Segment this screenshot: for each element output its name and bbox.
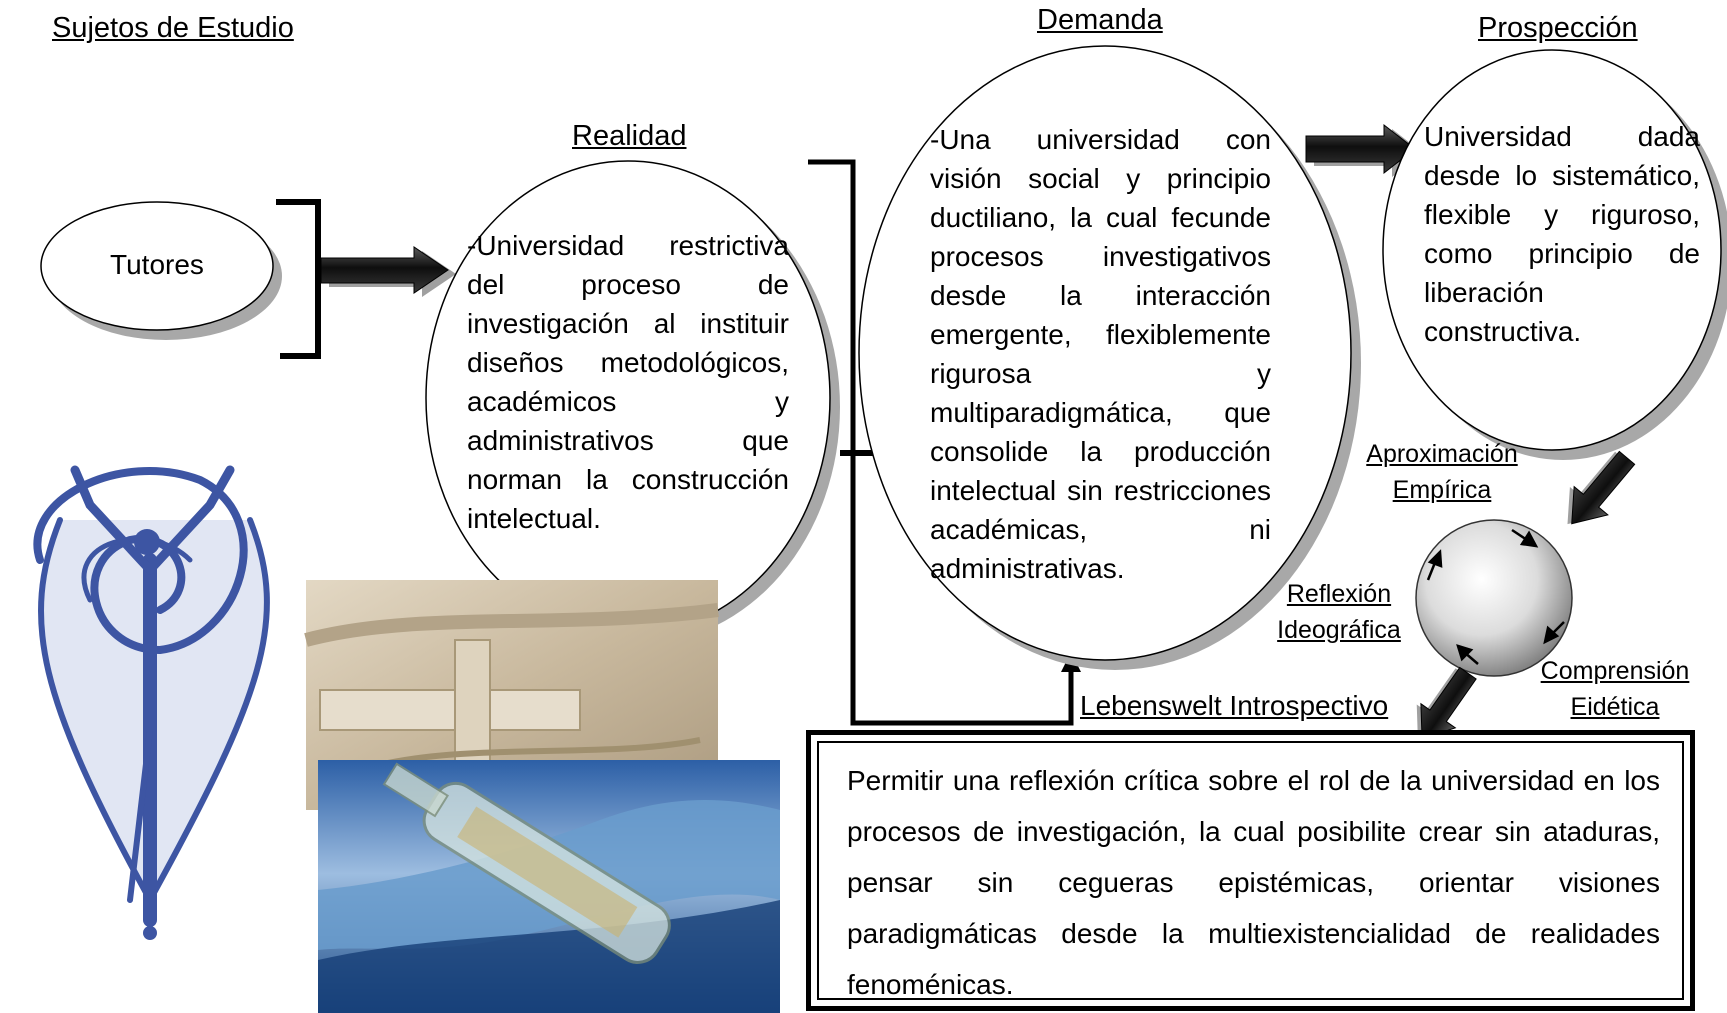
conclusion-box: Permitir una reflexión crítica sobre el … <box>806 730 1695 1011</box>
arrow-prospeccion-cycle <box>1567 450 1636 525</box>
heading-demanda: Demanda <box>1037 4 1163 36</box>
conclusion-box-inner: Permitir una reflexión crítica sobre el … <box>817 741 1684 1000</box>
tutores-bracket <box>276 199 321 359</box>
tutores-node <box>40 201 282 340</box>
realidad-demanda-bracket <box>808 159 1074 726</box>
realidad-text: -Universidad restrictiva del proceso de … <box>467 230 789 534</box>
lebenswelt-label: Lebenswelt Introspectivo <box>1080 690 1389 721</box>
arrow-demanda-prospeccion <box>1305 123 1423 177</box>
tutores-label: Tutores <box>110 249 204 280</box>
heading-realidad: Realidad <box>572 120 687 152</box>
demanda-text: -Una universidad con visión social y pri… <box>930 124 1271 584</box>
bottle-in-water-photo <box>318 760 780 1013</box>
realidad-node <box>425 160 840 644</box>
arrow-tutores-realidad <box>320 246 456 297</box>
prospeccion-node <box>1382 49 1727 460</box>
demanda-node <box>858 45 1361 670</box>
prospeccion-text: Universidad dada desde lo sistemático, f… <box>1424 121 1700 347</box>
cycle-sphere <box>1415 519 1573 677</box>
heading-prospeccion: Prospección <box>1478 12 1638 44</box>
heading-sujetos: Sujetos de Estudio <box>52 12 294 44</box>
arrow-cycle-conclusion <box>1416 666 1477 740</box>
logo-figure <box>33 465 270 940</box>
conclusion-text: Permitir una reflexión crítica sobre el … <box>847 765 1660 1000</box>
